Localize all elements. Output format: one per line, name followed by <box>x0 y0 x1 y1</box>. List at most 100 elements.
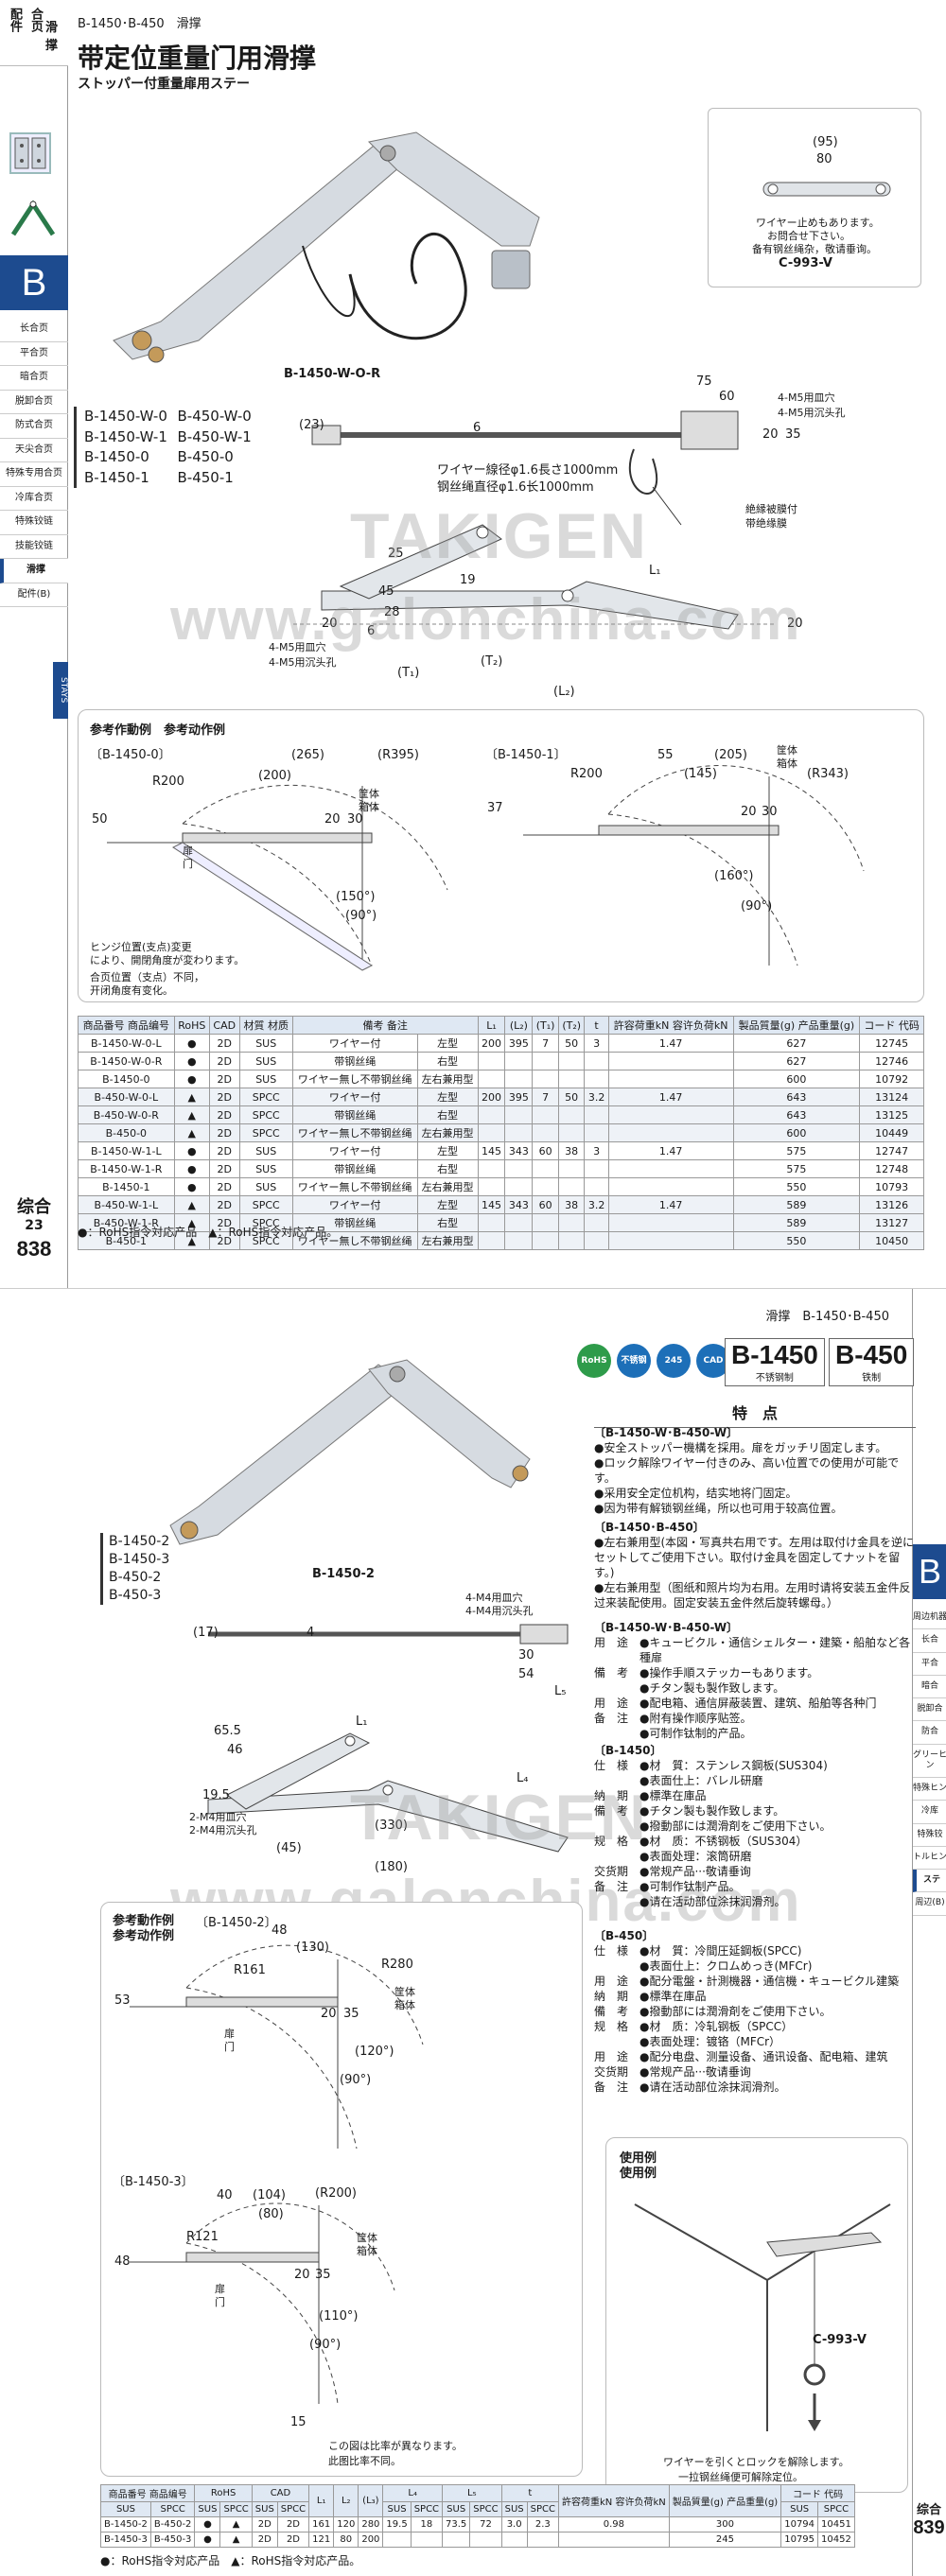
sidebar-item[interactable]: 周辺(B) <box>913 1892 946 1916</box>
dim-label: (80) <box>258 2207 284 2221</box>
sidebar-item[interactable]: トルヒン <box>913 1847 946 1870</box>
features-title: 特 点 <box>594 1401 916 1428</box>
table-cell: ▲ <box>219 2532 253 2548</box>
table-cell <box>584 1123 609 1142</box>
dim-label: (90°) <box>340 2073 372 2087</box>
catalog-page-839: B 周边机器 长合 平合 暗合 脱卸合 防合 グリーヒン 特殊ヒン 冷库 特殊铰… <box>0 1288 946 2576</box>
left-sidebar: 配件 合页 滑撑 B 长合页 平合页 暗合页 脱卸合页 防式合页 天尖合页 特殊… <box>0 0 68 1288</box>
sidebar-item[interactable]: 防式合页 <box>0 414 68 439</box>
feature-row: 仕 様●材 質：冷間圧延鋼板(SPCC) <box>594 1944 802 1958</box>
table-cell: 右型 <box>416 1052 479 1070</box>
dim-label: 45 <box>378 584 394 599</box>
dim-label: 35 <box>785 427 801 442</box>
sidebar-item[interactable]: 冷库合页 <box>0 487 68 511</box>
sidebar-item[interactable]: 天尖合页 <box>0 439 68 462</box>
sidebar-item[interactable]: 暗合页 <box>0 366 68 391</box>
feature-row: 備 考●撥動部には潤滑剤をご使用下さい。 <box>594 2005 832 2018</box>
page-title: 带定位重量门用滑撑 <box>78 43 317 74</box>
table-cell: 12747 <box>859 1141 924 1160</box>
sidebar-item[interactable]: グリーヒン <box>913 1745 946 1778</box>
table-cell: 左右兼用型 <box>416 1123 479 1142</box>
sidebar-item[interactable]: 特殊ヒン <box>913 1778 946 1801</box>
table-subheader: SUS <box>251 2501 278 2517</box>
model-material: 不锈钢制 <box>755 1373 794 1384</box>
tube-label: 带绝缘膜 <box>745 517 787 530</box>
table-cell: 50 <box>557 1088 586 1106</box>
feature-row: ●表面处理：滚筒研磨 <box>639 1850 752 1863</box>
sidebar-item[interactable]: 特殊铰 <box>913 1824 946 1847</box>
table-cell: 13127 <box>859 1213 924 1232</box>
table-cell: 13124 <box>859 1088 924 1106</box>
feature-line: ●因为带有解锁钢丝绳，所以也可用于较高位置。 <box>594 1502 843 1515</box>
sidebar-item[interactable]: 特殊专用合页 <box>0 462 68 487</box>
category-label-2: 合页 <box>28 8 43 32</box>
sidebar-item[interactable]: 周边机器 <box>913 1607 946 1630</box>
table-header: t <box>500 2484 560 2502</box>
wire-spec: 钢丝绳直径φ1.6长1000mm <box>437 480 594 495</box>
dim-label: (95) <box>813 135 838 149</box>
table-cell <box>477 1231 506 1250</box>
model-item: B-1450-W-1 <box>84 427 167 445</box>
stays-tab[interactable]: STAYS <box>53 662 68 719</box>
dim-label: 50 <box>92 812 108 827</box>
category-label-3: 滑撑 <box>45 21 59 53</box>
table-cell: 2D <box>208 1052 240 1070</box>
table-cell: ワイヤー付 <box>291 1034 418 1053</box>
table-cell: SPCC <box>238 1088 293 1106</box>
spec-table: 商品番号 商品编号 RoHS CAD L₁ L₂ (L₃) L₄ L₅ t 許容… <box>99 2484 855 2548</box>
sidebar-item[interactable]: 技能铰链 <box>0 535 68 559</box>
table-cell: 550 <box>732 1177 861 1196</box>
table-header: L₅ <box>442 2484 502 2502</box>
feature-line: ●左右兼用型（图纸和照片均为右用。左用时请将安装五金件反过来装配使用。固定安装五… <box>594 1581 911 1610</box>
sidebar-item[interactable]: 冷库 <box>913 1801 946 1824</box>
tube-label: 絶縁被膜付 <box>745 503 797 515</box>
sidebar-item[interactable]: 长合页 <box>0 318 68 342</box>
sidebar-item[interactable]: 特殊铰链 <box>0 511 68 535</box>
feature-row: 仕 様●材 質：ステンレス鋼板(SUS304) <box>594 1759 828 1772</box>
sidebar-item[interactable]: 平合 <box>913 1653 946 1676</box>
sidebar-item[interactable]: 配件(B) <box>0 583 68 607</box>
table-cell: 60 <box>532 1141 559 1160</box>
table-subheader: SPCC <box>469 2501 502 2517</box>
sidebar-item[interactable]: 脱卸合 <box>913 1698 946 1722</box>
dim-label: (R200) <box>315 2186 357 2201</box>
dim-label: (90°) <box>309 2338 342 2352</box>
dim-label: 30 <box>762 805 778 819</box>
sidebar-nav: 周边机器 长合 平合 暗合 脱卸合 防合 グリーヒン 特殊ヒン 冷库 特殊铰 ト… <box>913 1607 946 1916</box>
sidebar-item[interactable]: 平合页 <box>0 342 68 366</box>
sidebar-item[interactable]: 防合 <box>913 1721 946 1745</box>
feature-line: ●左右兼用型(本図・写真共右用です。左用は取付け金具を逆にセットしてご使用下さい… <box>594 1536 914 1579</box>
table-legend: ●：RoHS指令対応产品 ▲：RoHS指令対応产品。 <box>78 1226 339 1239</box>
table-cell: 10449 <box>859 1123 924 1142</box>
example-title: 参考動作例 <box>113 1914 175 1928</box>
table-cell: 右型 <box>416 1213 479 1232</box>
example-title: 参考动作例 <box>113 1929 175 1943</box>
sidebar-item[interactable]: 脱卸合页 <box>0 391 68 414</box>
product-photo <box>169 1359 531 1545</box>
example-note: 此图比率不同。 <box>328 2455 401 2467</box>
dim-label: 28 <box>384 605 400 619</box>
sidebar-item[interactable]: 暗合 <box>913 1676 946 1698</box>
table-cell: B-450-W-0-L <box>78 1088 175 1106</box>
table-cell: 550 <box>732 1231 861 1250</box>
table-cell: 3 <box>584 1141 609 1160</box>
table-cell: B-1450-W-0-R <box>78 1052 175 1070</box>
sidebar-item-active[interactable]: 滑撑 <box>0 559 68 583</box>
feature-row: ●可制作钛制的产品。 <box>639 1727 752 1740</box>
table-cell: 左型 <box>416 1195 479 1214</box>
table-cell <box>557 1052 586 1070</box>
hole-label: 2-M4用皿穴 <box>189 1811 247 1823</box>
dim-label: 20 <box>294 2268 310 2282</box>
dim-label: 20 <box>322 617 338 631</box>
table-cell: ワイヤー付 <box>291 1195 418 1214</box>
table-cell: 60 <box>532 1195 559 1214</box>
sidebar-item[interactable]: 长合 <box>913 1629 946 1653</box>
sidebar-item-active[interactable]: ステ <box>913 1870 946 1893</box>
table-cell: 12748 <box>859 1159 924 1178</box>
drawing-label: B-1450-2 <box>312 1567 375 1581</box>
note-line: ワイヤー止めもあります。 <box>756 217 880 229</box>
